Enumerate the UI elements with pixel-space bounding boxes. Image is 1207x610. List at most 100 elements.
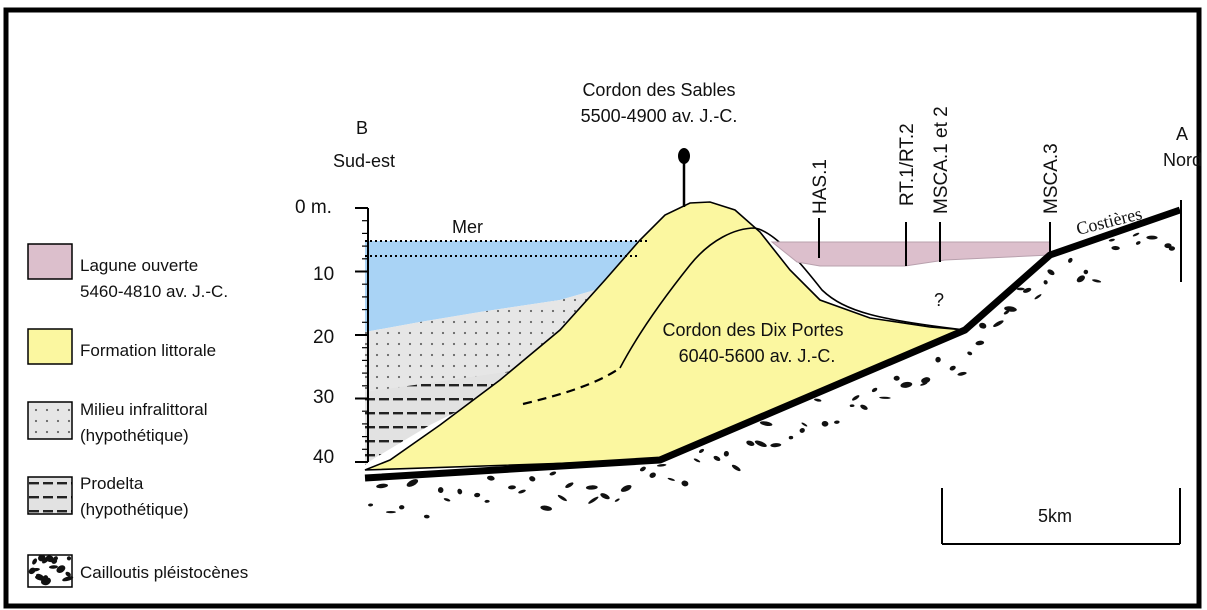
gravel-chip: [860, 404, 868, 410]
borehole-label-has1: HAS.1: [810, 159, 831, 214]
gravel-chip: [376, 483, 389, 489]
legend-swatch-littorale: [27, 328, 73, 365]
gravel-chip: [585, 485, 598, 490]
gravel-chip: [508, 485, 516, 490]
gravel-chip: [1022, 287, 1032, 293]
gravel-chip: [967, 351, 973, 356]
gravel-chip: [457, 488, 463, 495]
gravel-chip: [529, 476, 536, 482]
gravel-chip: [398, 505, 405, 510]
gravel-chip: [852, 395, 860, 401]
legend-gravel-chip: [56, 565, 66, 574]
cross-section: [364, 148, 1182, 519]
gravel-chip: [1091, 279, 1102, 283]
gravel-chip: [900, 381, 913, 388]
gravel-chip: [557, 494, 567, 502]
gravel-chip: [746, 440, 755, 446]
gravel-chip: [975, 340, 985, 346]
gravel-chip: [1034, 294, 1042, 300]
gravel-chip: [1135, 241, 1141, 245]
depth-axis: 0 m. 10 20 30 40: [295, 197, 369, 468]
gravel-chip: [770, 443, 782, 448]
gravel-chip: [949, 365, 956, 371]
gravel-chip: [1016, 287, 1025, 291]
legend-label-lagune-1: Lagune ouverte: [80, 256, 198, 275]
legend-gravel-chip: [42, 575, 49, 583]
dix-portes-boundary: [619, 227, 966, 369]
legend-gravel-chip: [48, 565, 58, 569]
gravel-chip: [423, 514, 430, 519]
gravel-chip: [1146, 235, 1158, 240]
gravel-chip: [759, 421, 773, 427]
legend-label-prodelta-2: (hypothétique): [80, 500, 189, 519]
gravel-chip: [656, 464, 667, 467]
cordon-sables-name: Cordon des Sables: [582, 80, 735, 100]
depth-tick-40: 40: [313, 447, 334, 468]
gravel-chip: [1003, 310, 1010, 315]
legend-gravel-chip: [66, 556, 72, 561]
scale-bar: 5km: [941, 488, 1181, 545]
gravel-chip: [957, 371, 967, 376]
dashed-boundary: [522, 367, 621, 406]
sea-label: Mer: [452, 217, 483, 237]
legend-gravel-chip: [28, 567, 36, 575]
question-mark: ?: [934, 290, 944, 310]
gravel-chip: [518, 489, 526, 494]
gravel-chip: [588, 496, 599, 504]
gravel-chip: [484, 499, 490, 503]
gravel-chip: [649, 472, 656, 478]
gravel-chips: [368, 232, 1176, 519]
gravel-chip: [834, 420, 840, 424]
depth-tick-30: 30: [313, 387, 334, 408]
gravel-chip: [1043, 280, 1048, 285]
legend-swatch-cailloutis: [27, 554, 74, 588]
section-end-right-letter: A: [1176, 124, 1188, 144]
gravel-chip: [437, 487, 444, 494]
gravel-chip: [698, 448, 705, 453]
gravel-chip: [1111, 245, 1120, 251]
gravel-chip: [1168, 246, 1176, 251]
legend: Lagune ouverte 5460-4810 av. J.-C. Forma…: [27, 243, 248, 588]
legend-label-prodelta-1: Prodelta: [80, 474, 144, 493]
cordon-dix-portes-date: 6040-5600 av. J.-C.: [679, 346, 836, 366]
gravel-chip: [1004, 306, 1017, 312]
gravel-chip: [1108, 238, 1115, 242]
scale-bar-label: 5km: [1038, 506, 1072, 526]
gravel-chip: [600, 493, 610, 500]
gravel-chip: [788, 435, 794, 440]
gravel-chip: [713, 455, 721, 461]
gravel-chip: [893, 375, 900, 381]
gravel-chip: [368, 503, 374, 507]
gravel-chip: [849, 404, 855, 408]
gravel-chip: [474, 492, 481, 498]
section-end-right-label: Nord: [1163, 150, 1202, 170]
gravel-chip: [1083, 269, 1089, 275]
legend-swatch-prodelta: [27, 476, 73, 515]
gravel-chip: [614, 498, 620, 502]
legend-swatch-infralittoral: [27, 401, 73, 440]
borehole-label-msca12: MSCA.1 et 2: [931, 106, 952, 214]
depth-tick-0: 0 m.: [295, 197, 332, 218]
section-end-left-letter: B: [356, 118, 368, 138]
gravel-chip: [565, 482, 574, 488]
cordon-sables-marker: [678, 148, 690, 164]
legend-gravel-chip: [62, 576, 74, 582]
gravel-chip: [620, 485, 632, 492]
borehole-label-msca3: MSCA.3: [1041, 143, 1062, 214]
cordon-dix-portes-name: Cordon des Dix Portes: [662, 320, 843, 340]
gravel-chip: [799, 428, 805, 433]
gravel-chip: [443, 498, 451, 502]
gravel-chip: [639, 466, 646, 472]
gravel-chip: [693, 458, 701, 463]
depth-tick-10: 10: [313, 264, 334, 285]
legend-gravel-chip: [32, 558, 38, 565]
gravel-chip: [879, 396, 891, 399]
gravel-chip: [1068, 257, 1073, 263]
legend-label-littorale: Formation littorale: [80, 341, 216, 360]
gravel-chip: [754, 440, 767, 448]
legend-gravel-chip: [35, 573, 45, 580]
gravel-chip: [731, 464, 741, 472]
legend-label-cailloutis: Cailloutis pléistocènes: [80, 563, 248, 582]
gravel-chip: [1132, 232, 1140, 237]
gravel-chip: [681, 480, 689, 487]
